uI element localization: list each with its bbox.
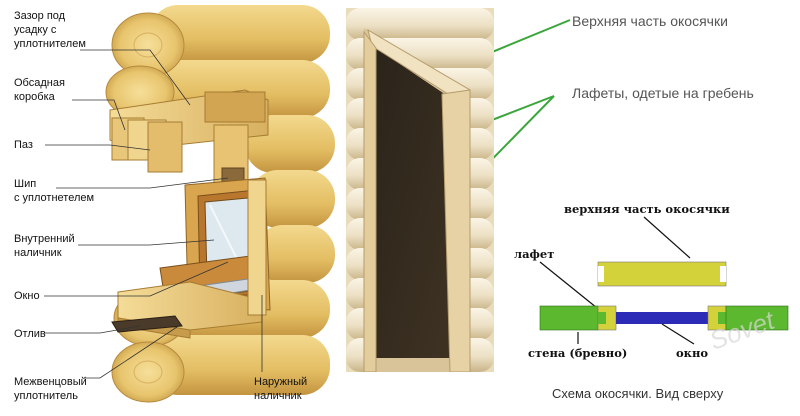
svg-text:уплотнитель: уплотнитель <box>14 390 78 402</box>
scheme-label-top-part: верхняя часть окосячки <box>564 202 730 216</box>
label-top-part: Верхняя часть окосячки <box>572 13 728 29</box>
svg-text:коробка: коробка <box>14 91 56 103</box>
scheme-caption: Схема окосячки. Вид сверху <box>552 386 724 401</box>
label-groove: Паз <box>14 139 33 151</box>
label-window: Окно <box>14 290 40 302</box>
svg-text:Шип: Шип <box>14 178 36 190</box>
photo-callout-lines <box>375 19 571 189</box>
scheme-leader-top <box>643 216 691 259</box>
label-carriages: Лафеты, одетые на гребень <box>572 85 754 101</box>
label-seal: Межвенцовый уплотнитель <box>14 376 87 402</box>
svg-text:наличник: наличник <box>254 390 302 402</box>
label-casing-box: Обсадная коробка <box>14 77 65 103</box>
svg-text:Отлив: Отлив <box>14 328 46 340</box>
svg-text:Обсадная: Обсадная <box>14 77 65 89</box>
label-gap: Зазор под усадку с уплотнителем <box>14 10 86 50</box>
outer-trim <box>247 179 267 316</box>
window-opening-photo <box>346 8 494 373</box>
scheme-label-wall: стена (бревно) <box>528 346 627 360</box>
svg-text:с уплотнетелем: с уплотнетелем <box>14 192 94 204</box>
scheme-leader-window <box>661 323 695 345</box>
label-tenon: Шип с уплотнетелем <box>14 178 94 204</box>
scheme-wall-left <box>539 305 599 331</box>
scheme-wall-right <box>725 305 789 331</box>
svg-text:Внутренний: Внутренний <box>14 233 75 245</box>
scheme-label-window: окно <box>676 346 708 360</box>
scheme-top-part-bar <box>597 261 727 287</box>
svg-text:Межвенцовый: Межвенцовый <box>14 376 87 388</box>
leader-lines <box>44 49 263 379</box>
casing-cutaway-diagram: Зазор под усадку с уплотнителем Обсадная… <box>0 0 340 411</box>
svg-text:Зазор под: Зазор под <box>14 10 66 22</box>
label-outer-trim: Наружный наличник <box>254 376 307 402</box>
svg-text:Паз: Паз <box>14 139 33 151</box>
svg-text:наличник: наличник <box>14 247 62 259</box>
scheme-panel: Верхняя часть окосячки Лафеты, одетые на… <box>375 0 800 411</box>
scheme-lafet-left <box>597 305 617 331</box>
scheme-label-lafet: лафет <box>514 247 554 261</box>
svg-text:усадку с: усадку с <box>14 24 57 36</box>
scheme-window-bar <box>616 312 708 324</box>
scheme-leader-lafet <box>539 261 603 313</box>
label-inner-trim: Внутренний наличник <box>14 233 75 259</box>
svg-text:Наружный: Наружный <box>254 376 307 388</box>
svg-text:Окно: Окно <box>14 290 40 302</box>
label-sill: Отлив <box>14 328 46 340</box>
svg-text:уплотнителем: уплотнителем <box>14 38 86 50</box>
photo-window-frame <box>363 28 471 373</box>
